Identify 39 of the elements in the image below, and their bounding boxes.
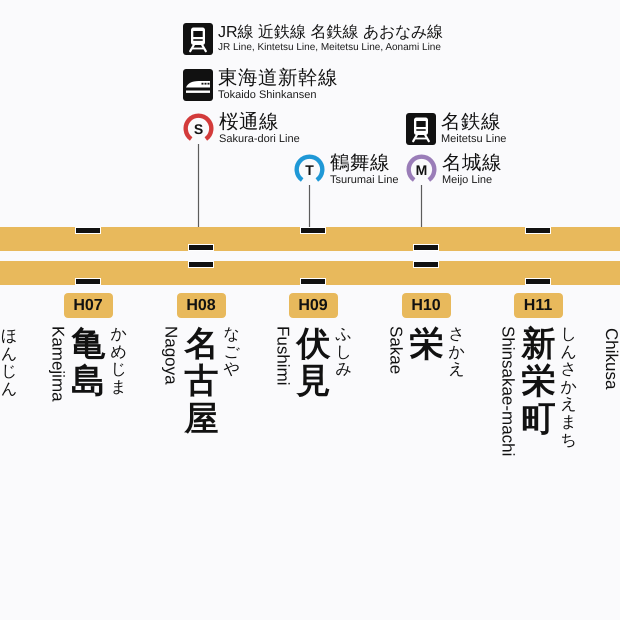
station-name: 伏見: [296, 326, 330, 401]
line-name: 名鉄線: [441, 111, 502, 133]
line-name: 名城線: [442, 152, 502, 174]
station-name-reading: しんさかえまち: [560, 326, 576, 450]
station-number-badge: H08: [176, 293, 226, 318]
station-name: 名古屋: [184, 326, 218, 438]
line-name-english: Sakura-dori Line: [219, 133, 300, 146]
station-name-reading: さかえ: [448, 326, 464, 379]
connector-line: [308, 185, 310, 227]
track-band: [0, 227, 620, 251]
station-name: 新栄町: [522, 326, 556, 438]
station-name-romaji: Fushimi: [274, 326, 292, 386]
line-name: 東海道新幹線: [218, 67, 338, 89]
station-number-badge: H07: [64, 293, 112, 318]
line-name: JR線 近鉄線 名鉄線 あおなみ線: [218, 24, 443, 42]
station-name-reading: なごや: [224, 326, 240, 379]
station-name-romaji: Sakae: [388, 326, 404, 374]
station-name: 亀島: [72, 326, 106, 401]
station-name-reading: かめじま: [110, 326, 126, 396]
station-name-reading: ふしみ: [336, 326, 352, 379]
station-name-romaji: Shinsakae-machi: [500, 326, 516, 456]
station-number-badge: H09: [288, 293, 338, 318]
line-name: 鶴舞線: [330, 152, 391, 174]
line-name-english: JR Line, Kintetsu Line, Meitetsu Line, Aonami Line: [218, 42, 442, 54]
connector-line: [420, 185, 422, 227]
station-name-romaji: Chikusa: [603, 328, 620, 390]
station-name-reading: ほんじん: [1, 328, 17, 398]
line-name: 桜通線: [219, 111, 280, 133]
line-name-english: Tokaido Shinkansen: [218, 89, 318, 102]
station-number-badge: H11: [514, 293, 562, 318]
station-name-romaji: Nagoya: [162, 326, 180, 385]
line-name-english: Meitetsu Line: [441, 133, 506, 146]
station-name-romaji: Kamejima: [50, 326, 66, 402]
station-name: 栄: [410, 326, 444, 364]
station-number-badge: H10: [402, 293, 450, 318]
connector-line: [198, 144, 200, 227]
line-name-english: Meijo Line: [442, 174, 494, 187]
line-name-english: Tsurumai Line: [330, 174, 398, 187]
track-band: [0, 261, 620, 285]
